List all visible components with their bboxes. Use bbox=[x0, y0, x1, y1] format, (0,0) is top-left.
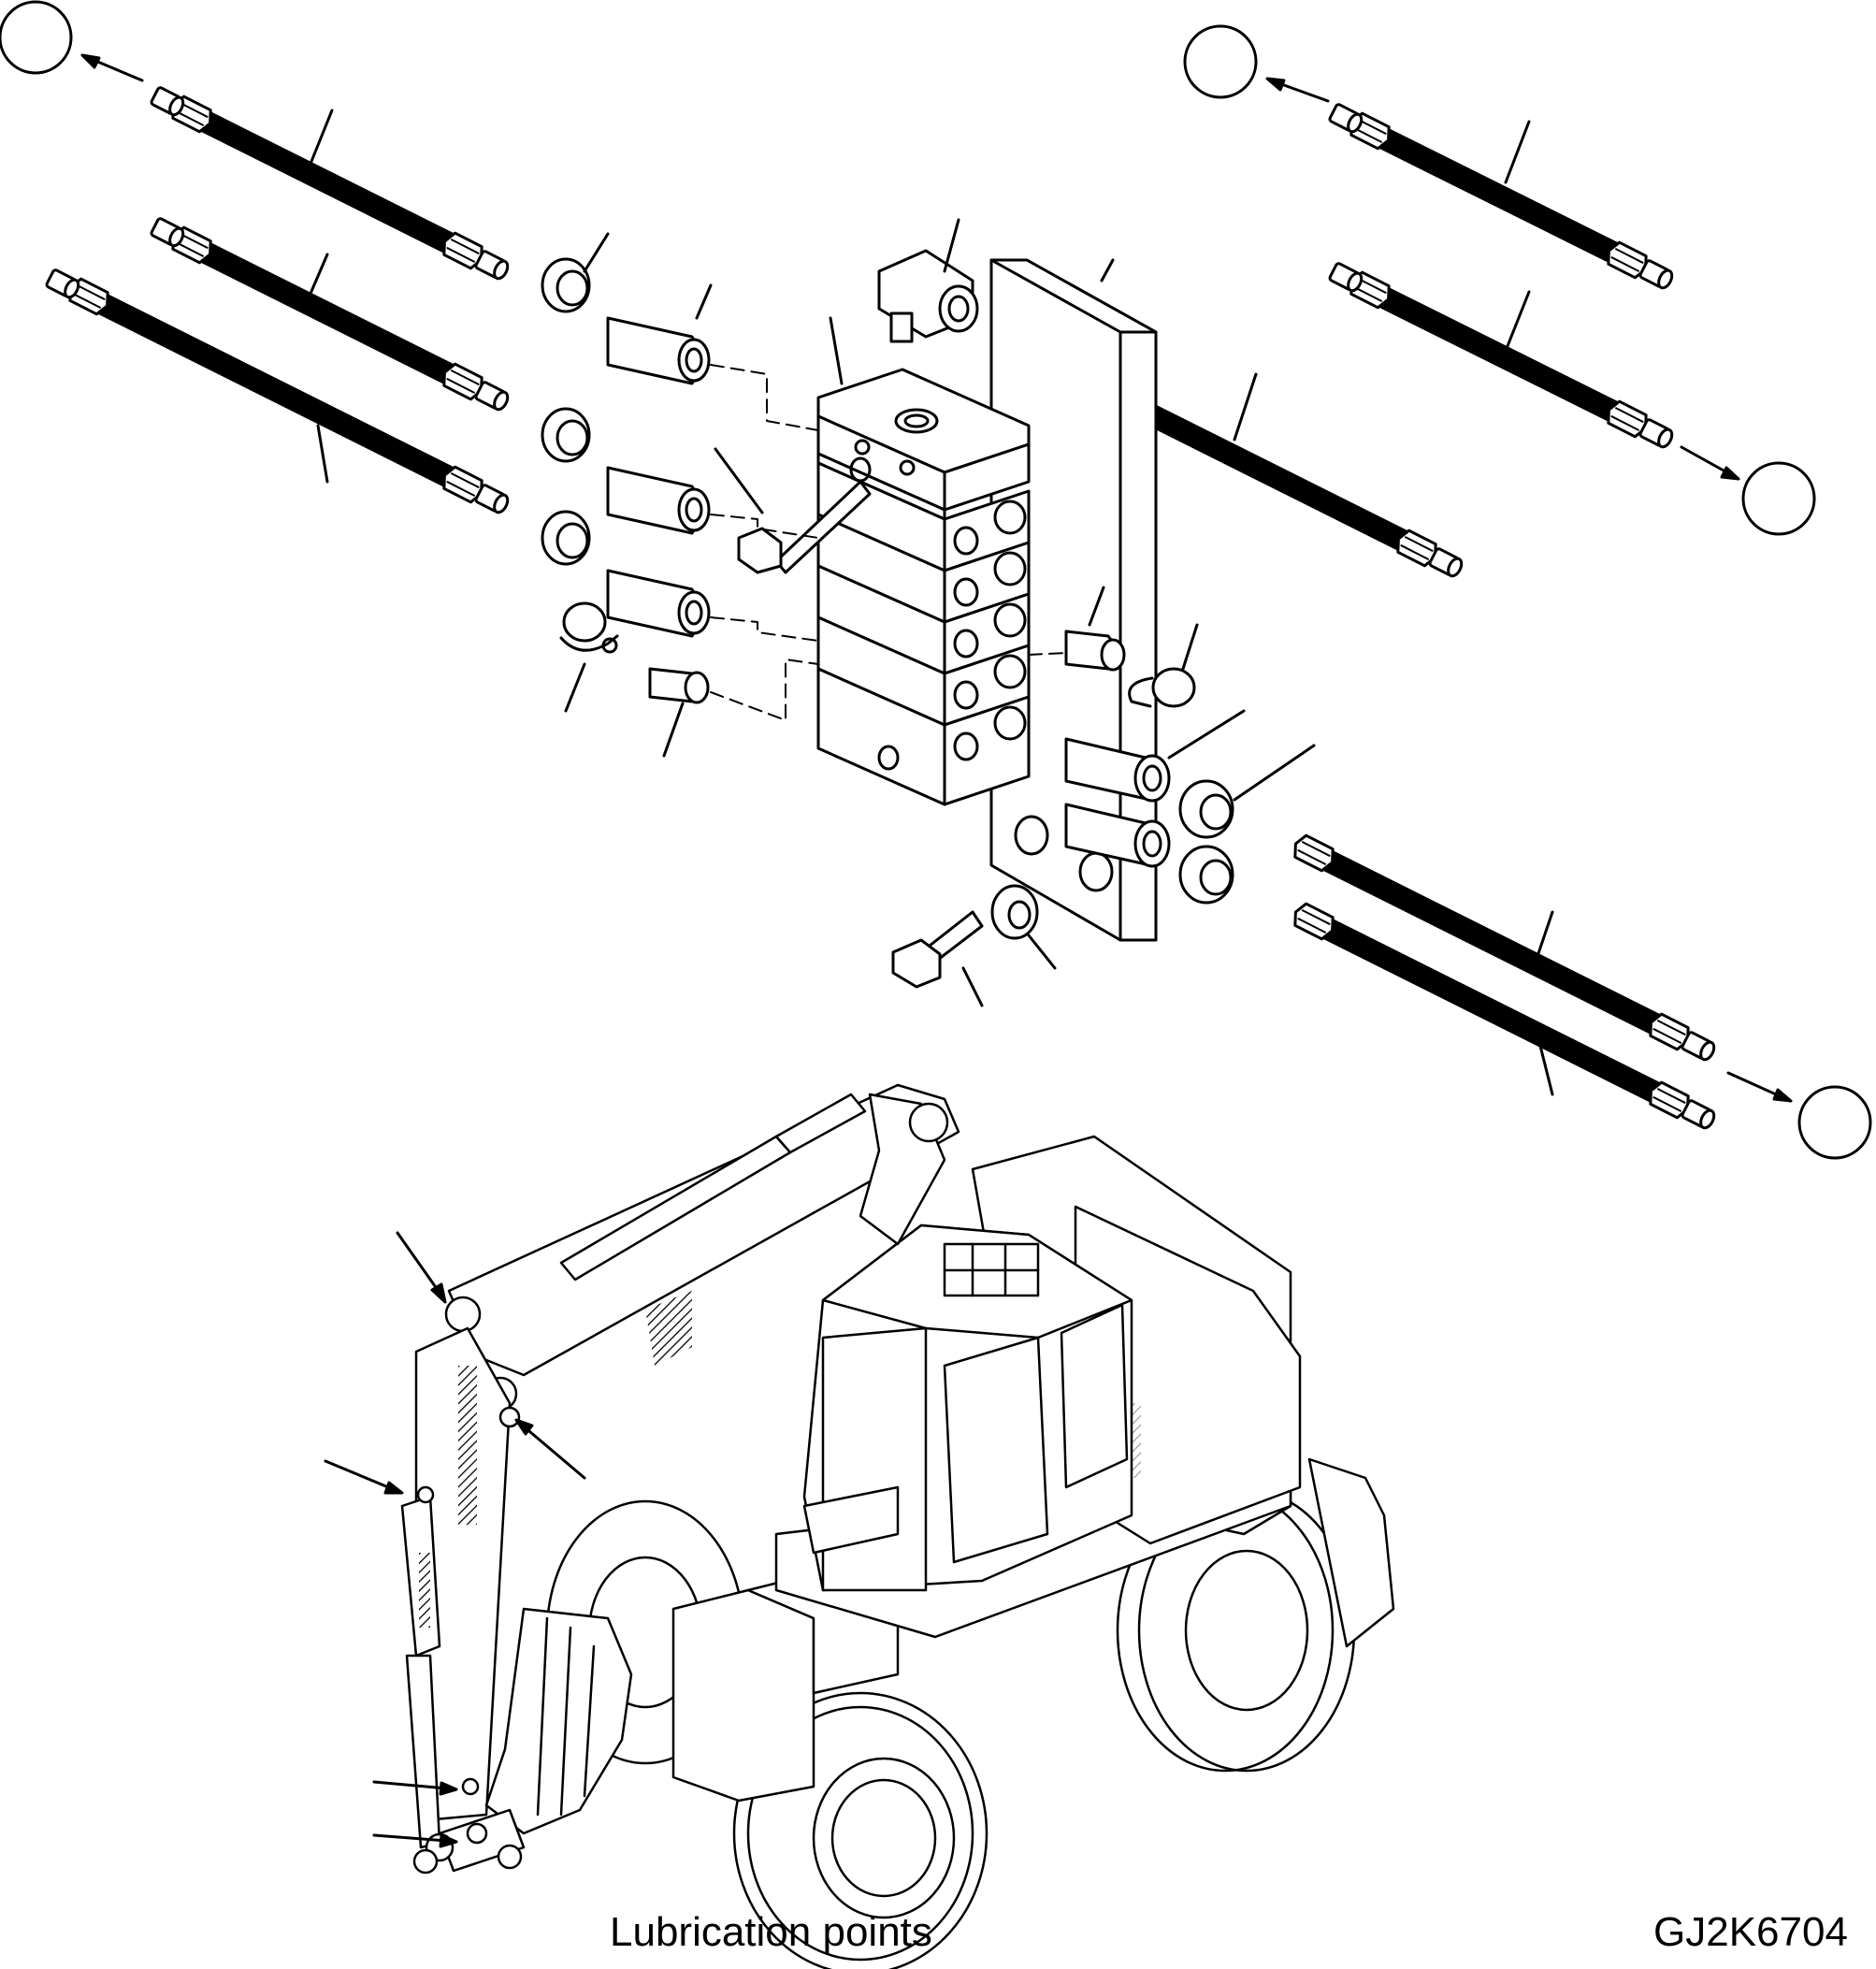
figure-caption: Lubrication points bbox=[610, 1909, 932, 1955]
callout-circle-right-middle bbox=[1741, 461, 1816, 536]
hose-leader-lines bbox=[302, 109, 1554, 1096]
callout-circle-top-left bbox=[0, 0, 73, 75]
divider-block bbox=[816, 316, 1031, 806]
connector-4 bbox=[1064, 709, 1246, 803]
elbow-fitting bbox=[877, 218, 979, 343]
arrow-to-top-left-circle bbox=[80, 53, 144, 82]
hose-5 bbox=[1327, 261, 1677, 451]
connector-3 bbox=[606, 569, 711, 638]
lubrication-arrow-boom-foot bbox=[396, 1231, 447, 1304]
sleeve-nut-1 bbox=[541, 232, 610, 313]
connector-2 bbox=[606, 466, 711, 535]
connector-1 bbox=[606, 283, 713, 385]
hose-4 bbox=[1327, 102, 1677, 292]
grease-nipple-right bbox=[1064, 586, 1126, 672]
arrow-to-bottom-right-circle bbox=[1726, 1071, 1793, 1103]
hose-2 bbox=[149, 216, 512, 413]
callout-circle-bottom-right bbox=[1797, 1085, 1872, 1160]
washer bbox=[990, 884, 1057, 970]
mounting-bolt-long bbox=[714, 447, 872, 574]
callout-circle-top-right bbox=[1183, 24, 1258, 99]
grease-cap-left bbox=[559, 601, 619, 713]
lubrication-arrows bbox=[324, 1231, 586, 1848]
lubrication-arrow-bucket-link bbox=[372, 1780, 458, 1796]
hose-1 bbox=[149, 85, 512, 282]
connector-5 bbox=[1064, 803, 1171, 868]
dashed-connections bbox=[710, 364, 1067, 721]
hose-3 bbox=[44, 268, 512, 516]
grease-nipple-left bbox=[648, 667, 710, 758]
grease-cap-right bbox=[1128, 623, 1199, 708]
hose-8 bbox=[1288, 899, 1719, 1132]
lubrication-arrow-bucket-pin bbox=[372, 1833, 458, 1848]
drawing-code: GJ2K6704 bbox=[1653, 1909, 1848, 1955]
arrow-to-right-middle-circle bbox=[1680, 445, 1740, 481]
sleeve-nut-5 bbox=[1178, 845, 1234, 905]
arrow-to-top-right-circle bbox=[1265, 77, 1330, 103]
lubrication-arrow-arm-cylinder-top bbox=[324, 1459, 404, 1495]
excavator bbox=[400, 1083, 1395, 1969]
sleeve-nut-3 bbox=[541, 510, 591, 566]
mounting-bolt-short bbox=[891, 910, 984, 1007]
hose-7 bbox=[1288, 831, 1719, 1064]
sleeve-nut-4 bbox=[1178, 744, 1316, 839]
sleeve-nut-2 bbox=[541, 407, 591, 463]
lubrication-arrow-boom-top bbox=[514, 1418, 586, 1480]
